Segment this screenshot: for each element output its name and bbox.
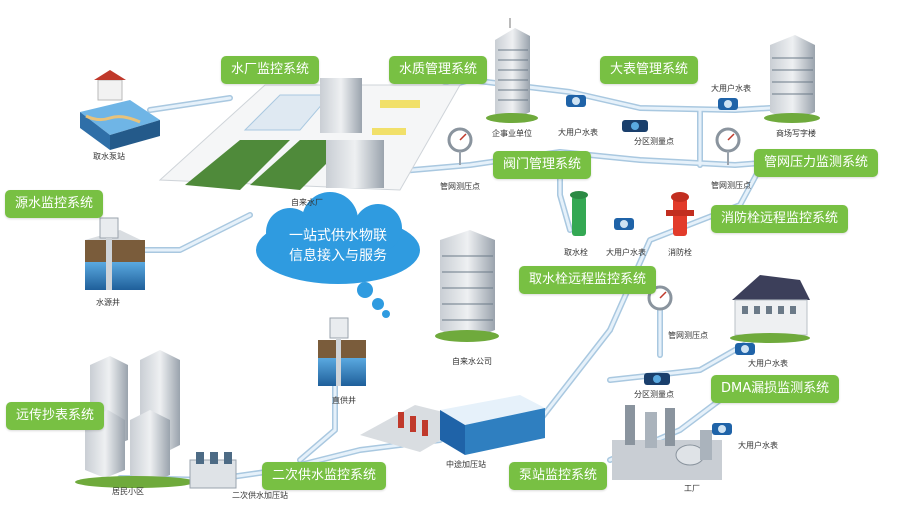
label-fire-hydrant: 消防栓 <box>668 248 692 257</box>
pressure-gauge-icon <box>715 127 741 165</box>
center-cloud <box>256 192 420 318</box>
label-intake-hydrant: 取水栓 <box>564 248 588 257</box>
tag-dma-system: DMA漏损监测系统 <box>711 375 840 403</box>
large-meter-icon <box>735 343 755 355</box>
enterprise-building-icon <box>486 18 538 123</box>
large-meter-icon <box>614 218 634 230</box>
label-commercial: 商场写字楼 <box>776 129 816 138</box>
direct-well-icon <box>318 317 366 386</box>
tag-hydrant-intake-system: 取水栓远程监控系统 <box>519 266 657 294</box>
label-large-meter-4: 大用户水表 <box>748 359 788 368</box>
intake-station-icon <box>80 70 160 150</box>
residential-towers-icon <box>75 350 195 488</box>
large-meter-icon <box>566 95 586 107</box>
tag-remote-meter-system: 远传抄表系统 <box>6 402 105 430</box>
label-pressure-point-2: 管网测压点 <box>711 181 751 190</box>
tag-pump-station-system: 泵站监控系统 <box>509 462 608 490</box>
residential-house-icon <box>730 275 810 343</box>
label-large-meter-3: 大用户水表 <box>606 248 646 257</box>
intake-hydrant-icon <box>570 191 588 236</box>
label-water-company: 自来水公司 <box>452 357 492 366</box>
label-large-meter-5: 大用户水表 <box>738 441 778 450</box>
commercial-building-icon <box>764 35 820 123</box>
tag-source-water-system: 源水监控系统 <box>5 190 104 218</box>
water-plant-icon <box>158 78 461 191</box>
cloud-line-2: 信息接入与服务 <box>289 248 387 264</box>
label-zone-point-1: 分区测量点 <box>634 137 674 146</box>
factory-icon <box>612 405 722 480</box>
water-company-building-icon <box>435 230 499 342</box>
tag-valve-system: 阀门管理系统 <box>493 151 592 179</box>
tag-secondary-supply-system: 二次供水监控系统 <box>262 462 387 490</box>
source-well-icon <box>85 217 145 290</box>
booster-station-icon <box>360 395 545 455</box>
tag-hydrant-system: 消防栓远程监控系统 <box>711 205 849 233</box>
tag-pipe-pressure-system: 管网压力监测系统 <box>754 149 879 177</box>
label-enterprise: 企事业单位 <box>492 129 532 138</box>
secondary-pump-icon <box>189 452 237 489</box>
label-pressure-point-3: 管网测压点 <box>668 331 708 340</box>
tag-water-plant-system: 水厂监控系统 <box>221 56 320 84</box>
pressure-gauge-icon <box>447 127 473 165</box>
tag-water-quality-system: 水质管理系统 <box>389 56 488 84</box>
meter-icons <box>447 95 755 435</box>
label-large-meter-1: 大用户水表 <box>558 128 598 137</box>
label-secondary-station: 二次供水加压站 <box>232 491 288 500</box>
label-factory: 工厂 <box>684 484 700 493</box>
zone-meter-icon <box>622 120 648 132</box>
label-water-plant: 自来水厂 <box>291 198 323 207</box>
label-pressure-point-1: 管网测压点 <box>440 182 480 191</box>
label-booster-station: 中途加压站 <box>446 460 486 469</box>
large-meter-icon <box>712 423 732 435</box>
tag-large-meter-system: 大表管理系统 <box>600 56 699 84</box>
label-direct-well: 直供井 <box>332 396 356 405</box>
label-source-well: 水源井 <box>96 298 120 307</box>
zone-meter-icon <box>644 373 670 385</box>
label-large-meter-2: 大用户水表 <box>711 84 751 93</box>
label-residential: 居民小区 <box>112 487 144 496</box>
cloud-line-1: 一站式供水物联 <box>289 228 387 244</box>
label-zone-point-2: 分区测量点 <box>634 390 674 399</box>
large-meter-icon <box>718 98 738 110</box>
label-intake-station: 取水泵站 <box>93 152 125 161</box>
fire-hydrant-icon <box>666 192 694 236</box>
center-cloud-text: 一站式供水物联 信息接入与服务 <box>263 226 413 266</box>
